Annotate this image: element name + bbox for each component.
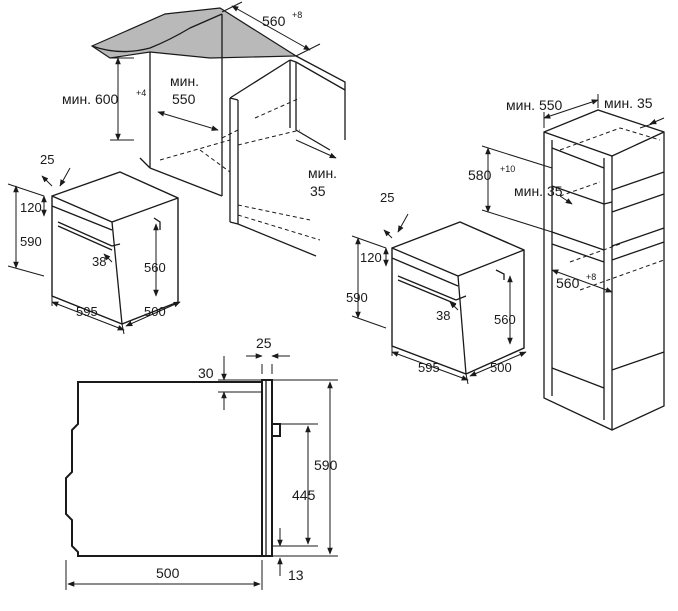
side-dim-13: 13 xyxy=(288,567,304,583)
oven-left-dim-560: 560 xyxy=(144,260,166,275)
side-dim-30: 30 xyxy=(198,365,214,381)
oven-left-dim-25: 25 xyxy=(40,152,54,167)
oven-left-dim-500: 500 xyxy=(144,304,166,319)
side-view xyxy=(65,379,281,557)
oven-right-dim-38: 38 xyxy=(436,308,450,323)
oven-right-dims: 25 120 590 38 560 595 500 xyxy=(346,190,527,385)
niche-depth-label-2: 550 xyxy=(172,91,196,107)
side-dim-25: 25 xyxy=(256,335,272,351)
side-dim-445: 445 xyxy=(292,487,316,503)
niche-height-label: мин. 600 xyxy=(62,91,119,107)
oven-left-dim-120: 120 xyxy=(20,200,42,215)
oven-left-dim-595: 595 xyxy=(76,304,98,319)
oven-right xyxy=(391,221,525,375)
niche-rear-label-1: мин. xyxy=(308,165,337,181)
oven-right-dim-500: 500 xyxy=(490,360,512,375)
tall-width-label: 560 xyxy=(556,275,580,291)
dim-niche-height: мин. 600 +4 xyxy=(62,57,146,141)
oven-left xyxy=(51,171,179,325)
tall-width-tol: +8 xyxy=(586,272,596,282)
oven-right-dim-590: 590 xyxy=(346,290,368,305)
oven-right-dim-120: 120 xyxy=(360,250,382,265)
niche-width-tol: +8 xyxy=(292,10,302,20)
oven-right-dim-25: 25 xyxy=(380,190,394,205)
niche-height-tol: +4 xyxy=(136,88,146,98)
tall-cabinet xyxy=(543,109,665,431)
side-dim-590: 590 xyxy=(314,457,338,473)
tall-height-label: 580 xyxy=(468,167,492,183)
oven-right-dim-560: 560 xyxy=(494,312,516,327)
dim-niche-width: 560 +8 xyxy=(221,1,321,57)
oven-left-dims: 25 120 590 38 560 595 500 xyxy=(7,152,181,335)
dim-niche-depth: мин. 550 xyxy=(157,73,219,131)
tall-depth-label: мин. 550 xyxy=(506,97,563,113)
oven-left-dim-38: 38 xyxy=(92,254,106,269)
oven-right-dim-595: 595 xyxy=(418,360,440,375)
side-dim-500: 500 xyxy=(156,565,180,581)
niche-rear-label-2: 35 xyxy=(310,183,326,199)
tall-rear-label: мин. 35 xyxy=(604,95,653,111)
oven-left-dim-590: 590 xyxy=(20,234,42,249)
tall-cabinet-dims: мин. 550 мин. 35 580 +10 мин. 35 560 +8 xyxy=(468,94,665,293)
niche-width-label: 560 xyxy=(262,13,286,29)
niche-depth-label-1: мин. xyxy=(170,73,199,89)
tall-inner-rear-label: мин. 35 xyxy=(514,183,563,199)
tall-height-tol: +10 xyxy=(500,164,515,174)
side-view-dims: 25 30 590 445 13 500 xyxy=(65,335,338,590)
dim-niche-rear: мин. 35 xyxy=(295,139,337,199)
